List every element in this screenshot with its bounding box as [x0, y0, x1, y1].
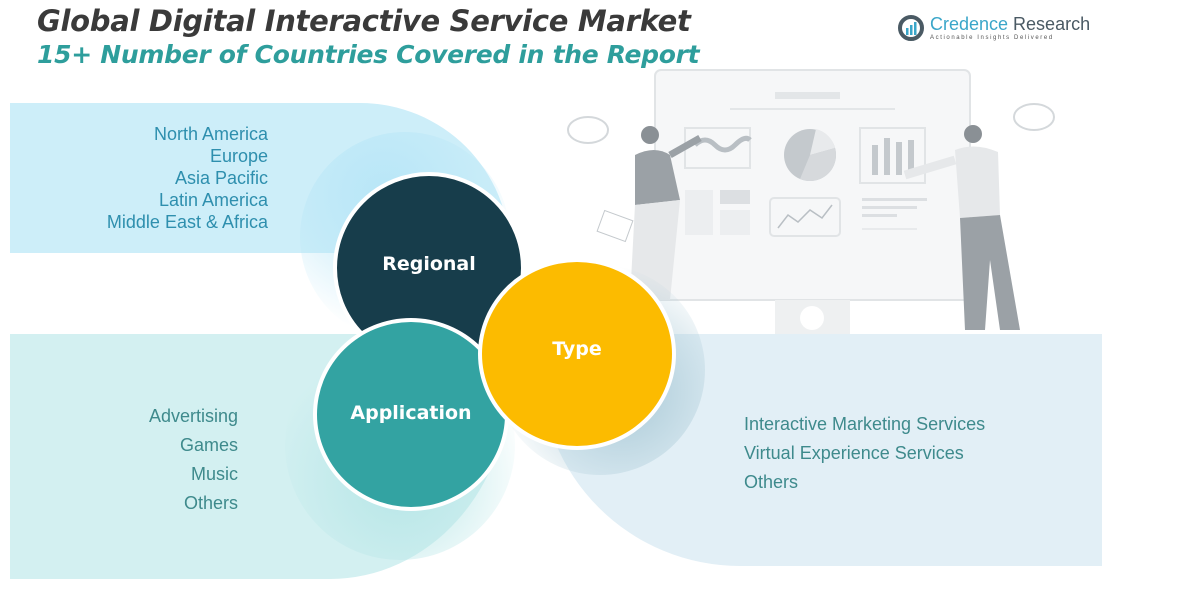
- list-item: North America: [153, 124, 268, 144]
- type-list: Interactive Marketing Services Virtual E…: [744, 410, 985, 497]
- list-item: Advertising: [148, 406, 238, 426]
- application-circle: Application: [313, 318, 509, 511]
- list-item: Games: [179, 435, 238, 455]
- list-item: Latin America: [158, 190, 268, 210]
- page-subtitle: 15+ Number of Countries Covered in the R…: [37, 40, 700, 69]
- regional-list: North America Europe Asia Pacific Latin …: [107, 123, 268, 233]
- brand-logo: Credence Research Actionable Insights De…: [898, 14, 1090, 41]
- regional-label: Regional: [382, 253, 476, 275]
- application-label: Application: [350, 401, 472, 424]
- bar-chart-circle-icon: [898, 14, 924, 41]
- list-item: Others: [183, 493, 238, 513]
- page-title: Global Digital Interactive Service Marke…: [37, 4, 691, 38]
- logo-name-part1: Credence: [930, 14, 1009, 34]
- list-item: Middle East & Africa: [106, 212, 268, 232]
- logo-name-part2: Research: [1008, 14, 1091, 34]
- logo-tagline: Actionable Insights Delivered: [930, 35, 1054, 41]
- list-item: Europe: [209, 146, 268, 166]
- logo-name: Credence Research: [930, 14, 1090, 35]
- presentation-dashboard-illustration: [567, 69, 1055, 335]
- type-circle: Type: [478, 258, 676, 450]
- list-item: Music: [190, 464, 238, 484]
- list-item: Interactive Marketing Services: [744, 414, 986, 434]
- list-item: Virtual Experience Services: [744, 443, 964, 463]
- type-label: Type: [552, 338, 602, 360]
- list-item: Others: [744, 472, 799, 492]
- list-item: Asia Pacific: [174, 168, 268, 188]
- application-list: Advertising Games Music Others: [149, 402, 238, 518]
